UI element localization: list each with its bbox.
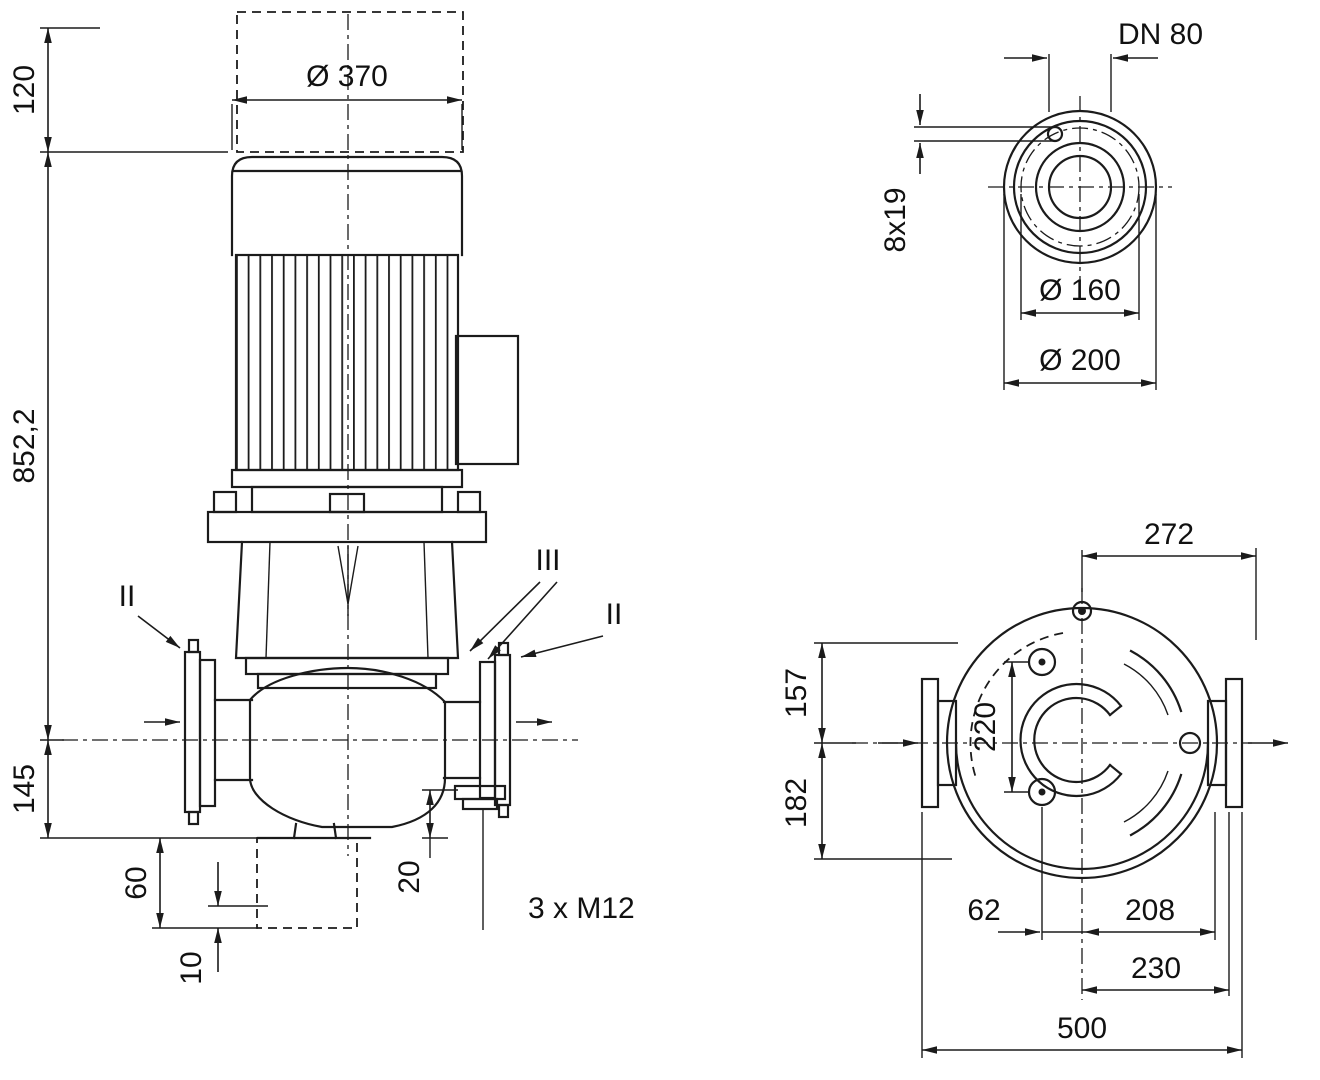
slot-upper — [1129, 649, 1183, 713]
motor-lantern — [206, 490, 488, 660]
front-view-dimensions: 120 Ø 370 852,2 145 60 10 20 3 x M12 II — [8, 27, 635, 985]
label-dn80: DN 80 — [1118, 18, 1203, 51]
removal-space-outline — [236, 11, 464, 153]
dim-motor-diameter-370: Ø 370 — [306, 60, 388, 93]
motor-fins — [234, 253, 460, 472]
label-section-ii-right: II — [606, 598, 623, 631]
dim-230: 230 — [1131, 952, 1181, 985]
top-view — [852, 588, 1288, 1000]
dim-208: 208 — [1125, 894, 1175, 927]
flange-detail-view: DN 80 8x19 Ø 160 Ø 200 — [879, 18, 1203, 390]
seal-housing-arc — [1019, 682, 1123, 798]
vent-plug — [1071, 600, 1093, 622]
dim-182: 182 — [780, 778, 813, 828]
dim-157: 157 — [780, 668, 813, 718]
label-bolts-3xm12: 3 x M12 — [528, 892, 635, 925]
label-section-iii: III — [535, 544, 560, 577]
dim-bolt-circle-160: Ø 160 — [1039, 274, 1121, 307]
discharge-flange-top — [1178, 677, 1244, 809]
front-view — [62, 11, 578, 930]
dim-clearance-120: 120 — [8, 65, 41, 115]
dim-bolt-holes-8x19: 8x19 — [879, 187, 912, 252]
dim-62: 62 — [967, 894, 1000, 927]
dim-drain-20: 20 — [393, 860, 426, 893]
flange-outer-circle — [1002, 109, 1158, 265]
slot-lower — [1129, 773, 1183, 837]
label-section-ii-left: II — [119, 580, 136, 613]
terminal-box — [454, 334, 520, 466]
dim-500: 500 — [1057, 1012, 1107, 1045]
suction-flange-top — [920, 677, 958, 809]
dim-foundation-10: 10 — [175, 951, 208, 984]
top-view-dimensions: 272 157 182 220 62 208 230 500 — [780, 518, 1257, 1058]
dim-foundation-60: 60 — [120, 866, 153, 899]
bottom-port — [453, 784, 507, 930]
dim-272: 272 — [1144, 518, 1194, 551]
foundation-outline — [256, 837, 358, 929]
bolt-circle — [1020, 127, 1140, 247]
flange-bore — [1047, 154, 1113, 220]
discharge-flange — [442, 641, 512, 819]
dim-220: 220 — [969, 702, 1002, 752]
suction-flange — [183, 638, 254, 826]
pump-casing — [244, 656, 450, 840]
motor-outline — [230, 155, 520, 514]
dim-port-height-145: 145 — [8, 764, 41, 814]
dim-total-height-852: 852,2 — [8, 408, 41, 483]
dim-flange-od-200: Ø 200 — [1039, 344, 1121, 377]
